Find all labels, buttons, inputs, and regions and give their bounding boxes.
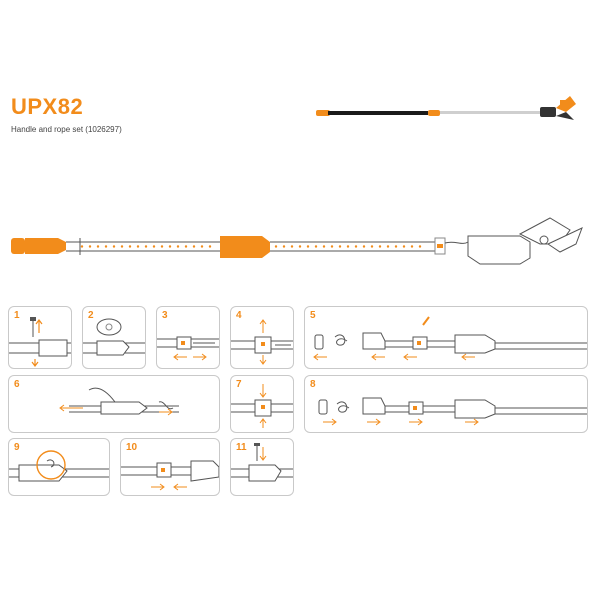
step-panel-4: 4 — [230, 306, 294, 369]
rope-icon — [334, 334, 348, 346]
step-panel-8: 8 — [304, 375, 588, 433]
product-title: UPX82 — [11, 94, 84, 119]
step-number: 8 — [310, 379, 316, 390]
step-panel-3: 3 — [156, 306, 220, 369]
step-number: 1 — [14, 310, 20, 321]
step-drawing — [121, 460, 219, 491]
step-drawing — [231, 319, 293, 365]
step-number: 7 — [236, 379, 242, 390]
step-drawing — [83, 318, 145, 356]
step-number: 9 — [14, 442, 20, 453]
pole-dots — [80, 245, 422, 248]
step-panel-10: 10 — [120, 438, 220, 496]
step-panel-9: 9 — [8, 438, 110, 496]
step-number: 11 — [236, 442, 247, 453]
step-panel-5: 5 — [304, 306, 588, 369]
step-drawing — [231, 384, 293, 428]
small-pruner-image — [316, 96, 576, 120]
step-number: 4 — [236, 310, 242, 321]
step-number: 2 — [88, 310, 94, 321]
step-drawing — [157, 336, 219, 361]
step-panel-1: 1 — [8, 306, 72, 369]
step-panel-11: 11 — [230, 438, 294, 496]
step-drawing — [318, 397, 587, 426]
step-number: 3 — [162, 310, 168, 321]
product-subtitle: Handle and rope set (1026297) — [11, 125, 122, 134]
screw-icon — [422, 316, 430, 326]
step-number: 10 — [126, 442, 138, 453]
step-drawing — [9, 450, 109, 482]
step-drawing — [59, 387, 179, 416]
step-drawing — [313, 316, 587, 361]
step-panel-6: 6 — [8, 375, 220, 433]
step-drawing — [231, 443, 293, 482]
step-number: 6 — [14, 379, 20, 390]
step-panel-2: 2 — [82, 306, 146, 369]
step-drawing — [9, 317, 71, 367]
step-panel-7: 7 — [230, 375, 294, 433]
large-pole-drawing — [11, 217, 583, 265]
step-number: 5 — [310, 310, 316, 321]
